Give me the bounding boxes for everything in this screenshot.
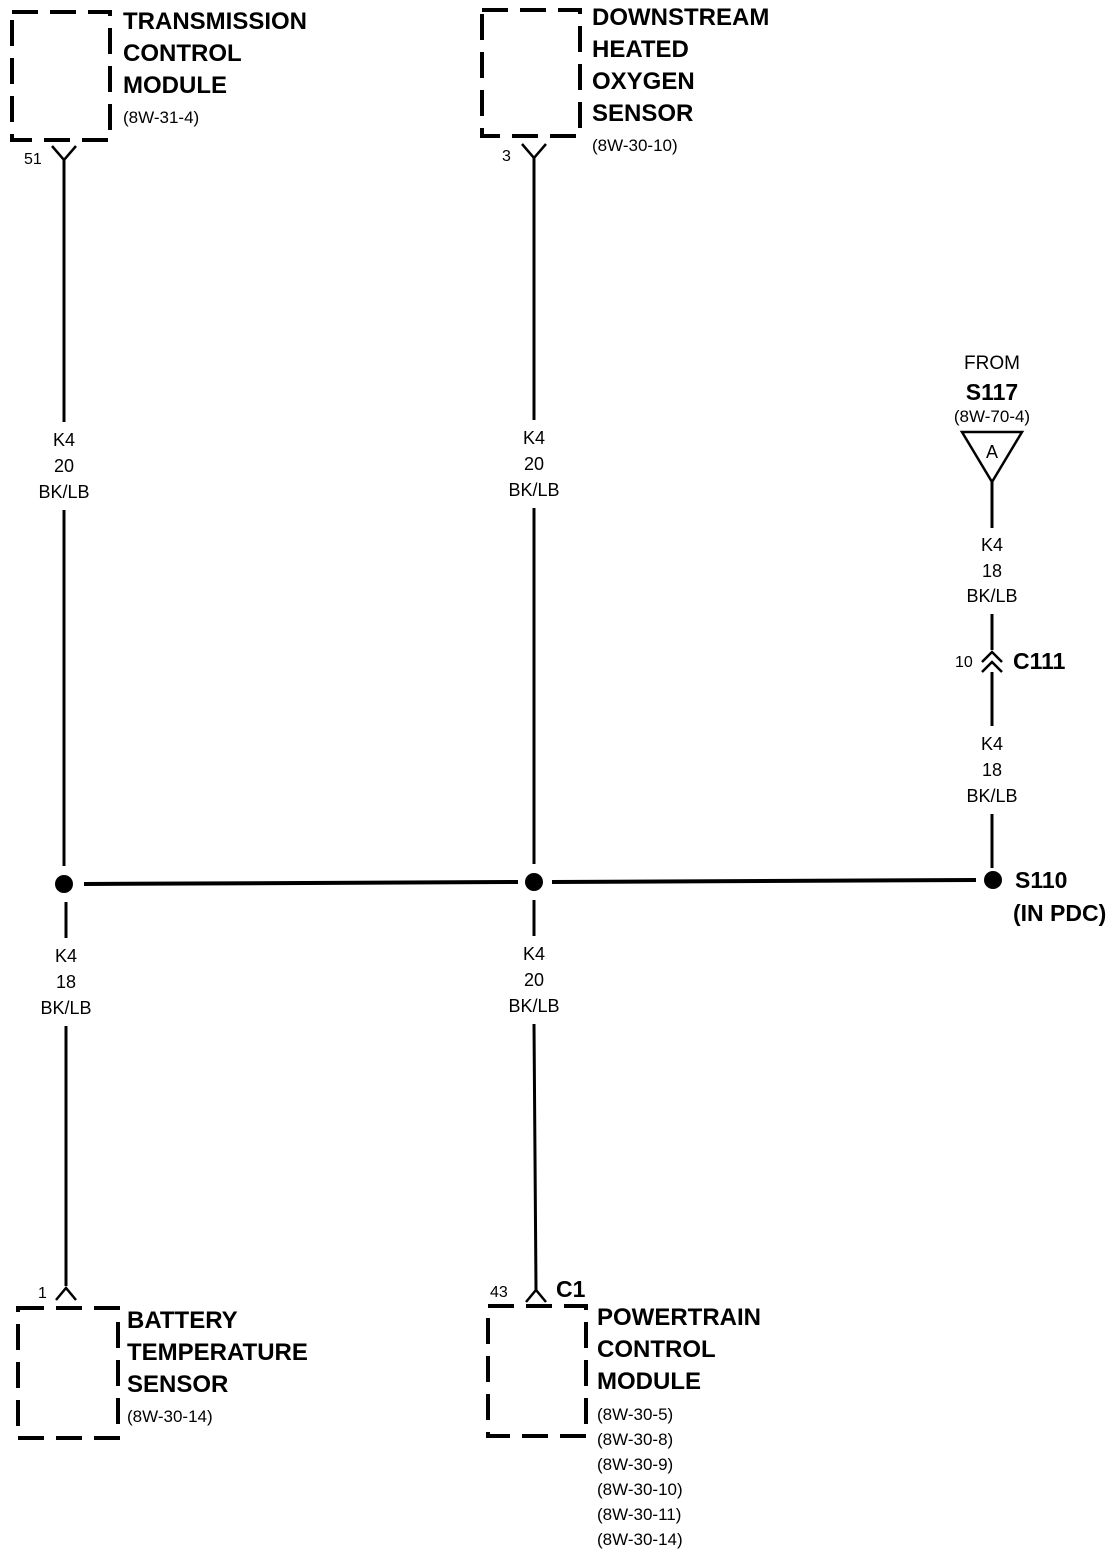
c111-pin-number: 10 xyxy=(955,654,973,671)
dhos-pin-number: 3 xyxy=(502,148,511,165)
bts-ref: (8W-30-14) xyxy=(127,1407,213,1426)
dhos-name-line-4: SENSOR xyxy=(592,100,693,127)
splice-dot-left xyxy=(55,875,73,893)
triangle-letter: A xyxy=(986,442,998,462)
pcm-wire-circuit: K4 xyxy=(523,944,545,964)
pcm-connector-label: C1 xyxy=(556,1276,586,1302)
pcm-name-line-2: CONTROL xyxy=(597,1336,716,1363)
pcm-ref-6: (8W-30-14) xyxy=(597,1530,683,1549)
pcm-wire-gauge: 20 xyxy=(524,970,544,990)
tcm-ref: (8W-31-4) xyxy=(123,108,199,127)
right-lower-gauge: 18 xyxy=(982,760,1002,780)
bus-right-segment xyxy=(551,878,977,884)
tcm-name-line-3: MODULE xyxy=(123,72,227,99)
bts-dashed-box xyxy=(16,1306,120,1440)
triangle-connector-icon xyxy=(959,430,1025,485)
tcm-connector-icon xyxy=(51,145,77,162)
tcm-wire-color: BK/LB xyxy=(38,482,89,502)
downstream-heated-oxygen-sensor: DOWNSTREAM HEATED OXYGEN SENSOR (8W-30-1… xyxy=(480,4,769,165)
right-wire-upper-label: K4 18 BK/LB xyxy=(966,535,1017,606)
right-upper-gauge: 18 xyxy=(982,561,1002,581)
dhos-ref: (8W-30-10) xyxy=(592,136,678,155)
splice-dot-s110 xyxy=(984,871,1002,889)
right-lower-color: BK/LB xyxy=(966,786,1017,806)
bts-connector-icon xyxy=(55,1286,77,1301)
bts-name-line-1: BATTERY xyxy=(127,1307,238,1334)
dhos-wire-circuit: K4 xyxy=(523,428,545,448)
pcm-wire-color: BK/LB xyxy=(508,996,559,1016)
bts-wire-circuit: K4 xyxy=(55,946,77,966)
pcm-pin-number: 43 xyxy=(490,1284,508,1301)
connector-c111: 10 C111 xyxy=(955,648,1066,674)
bts-pin-number: 1 xyxy=(38,1285,47,1302)
from-label: FROM xyxy=(964,353,1020,374)
pcm-ref-5: (8W-30-11) xyxy=(597,1505,681,1524)
battery-temperature-sensor: 1 BATTERY TEMPERATURE SENSOR (8W-30-14) xyxy=(16,1285,308,1440)
dhos-name-line-3: OXYGEN xyxy=(592,68,695,95)
dhos-wire-color: BK/LB xyxy=(508,480,559,500)
right-upper-circuit: K4 xyxy=(981,535,1003,555)
transmission-control-module: TRANSMISSION CONTROL MODULE (8W-31-4) 51 xyxy=(10,8,307,168)
right-wire-lower-label: K4 18 BK/LB xyxy=(966,734,1017,806)
s110-location: (IN PDC) xyxy=(1013,900,1106,926)
c111-label: C111 xyxy=(1013,648,1066,674)
pcm-wire-label: K4 20 BK/LB xyxy=(508,944,559,1016)
dhos-name-line-2: HEATED xyxy=(592,36,689,63)
splice-dot-center xyxy=(525,873,543,891)
bts-wire-gauge: 18 xyxy=(56,972,76,992)
pcm-wire-lower xyxy=(532,1023,538,1291)
pcm-connector-icon xyxy=(525,1288,547,1303)
bts-name-line-3: SENSOR xyxy=(127,1371,228,1398)
c111-upper-chevron-icon xyxy=(981,650,1003,663)
bts-wire-label: K4 18 BK/LB xyxy=(40,946,91,1018)
tcm-wire-label: K4 20 BK/LB xyxy=(38,430,89,502)
tcm-wire-circuit: K4 xyxy=(53,430,75,450)
pcm-name-line-3: MODULE xyxy=(597,1368,701,1395)
dhos-wire-gauge: 20 xyxy=(524,454,544,474)
c111-lower-chevron-icon xyxy=(981,660,1003,673)
pcm-ref-2: (8W-30-8) xyxy=(597,1430,673,1449)
pcm-ref-4: (8W-30-10) xyxy=(597,1480,683,1499)
pcm-dashed-box xyxy=(486,1304,588,1438)
right-lower-circuit: K4 xyxy=(981,734,1003,754)
dhos-name-line-1: DOWNSTREAM xyxy=(592,4,769,31)
bts-name-line-2: TEMPERATURE xyxy=(127,1339,308,1366)
dhos-connector-icon xyxy=(521,143,547,160)
splice-s110: S110 (IN PDC) xyxy=(1013,867,1106,926)
powertrain-control-module: 43 C1 POWERTRAIN CONTROL MODULE (8W-30-5… xyxy=(486,1276,761,1549)
tcm-wire-gauge: 20 xyxy=(54,456,74,476)
pcm-ref-3: (8W-30-9) xyxy=(597,1455,673,1474)
pcm-ref-1: (8W-30-5) xyxy=(597,1405,673,1424)
right-upper-color: BK/LB xyxy=(966,586,1017,606)
s110-label: S110 xyxy=(1015,867,1067,893)
tcm-name-line-2: CONTROL xyxy=(123,40,242,67)
tcm-pin-number: 51 xyxy=(24,151,42,168)
pcm-name-line-1: POWERTRAIN xyxy=(597,1304,761,1331)
s117-ref: (8W-70-4) xyxy=(954,407,1030,426)
dhos-dashed-box xyxy=(480,8,582,138)
bts-wire-color: BK/LB xyxy=(40,998,91,1018)
tcm-name-line-1: TRANSMISSION xyxy=(123,8,307,35)
bus-left-segment xyxy=(83,880,519,886)
tcm-dashed-box xyxy=(10,10,112,142)
source-s117: FROM S117 (8W-70-4) A xyxy=(954,353,1030,485)
dhos-wire-label: K4 20 BK/LB xyxy=(508,428,559,500)
s117-label: S117 xyxy=(966,379,1018,405)
